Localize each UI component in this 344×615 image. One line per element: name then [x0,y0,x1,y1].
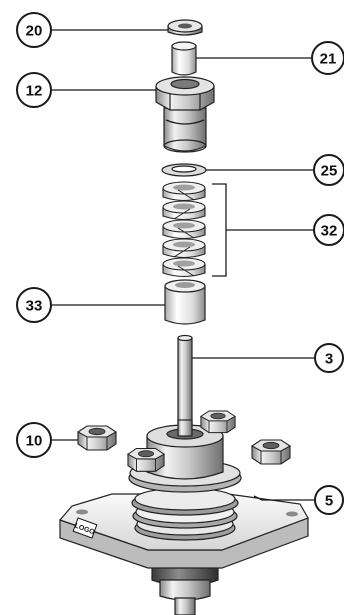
hex-nut [199,410,237,434]
callout-10: 10 [16,422,52,458]
part-32-packing-rings [162,181,206,278]
callout-20-label: 20 [26,23,43,40]
packing-ring [162,200,206,221]
callout-33-label: 33 [26,298,43,315]
callout-3: 3 [314,343,344,373]
hex-nut [250,439,292,465]
packing-ring [162,238,206,259]
callout-20: 20 [16,12,52,48]
callout-32-label: 32 [321,223,338,240]
part-3-stem [177,334,193,435]
callout-33: 33 [16,287,52,323]
part-21-bushing [171,41,197,76]
hex-nut [126,447,166,472]
part-12-gland-nut [155,76,215,153]
callout-5: 5 [314,485,344,515]
part-10-hex-nuts [76,410,292,472]
part-20-cap [167,19,203,36]
callout-3-label: 3 [325,351,333,368]
part-5-body-plate: LOGO [58,419,309,615]
packing-ring [162,257,206,278]
packing-ring [162,181,206,202]
packing-ring [162,219,206,240]
leader-lines [52,29,318,501]
callout-12: 12 [16,72,52,108]
callout-32: 32 [313,214,344,246]
leader-32-bracket [212,183,314,277]
part-25-washer [161,163,207,177]
callout-21-label: 21 [320,51,337,68]
callout-balloons: 20 21 12 25 32 33 3 10 [16,12,344,515]
callout-10-label: 10 [26,433,43,450]
callout-21: 21 [311,41,344,75]
leader-5 [253,495,318,501]
hex-nut [76,425,118,451]
callout-12-label: 12 [26,83,43,100]
part-33-spacer [164,279,206,325]
callout-5-label: 5 [325,493,333,510]
callout-25-label: 25 [321,163,338,180]
callout-25: 25 [313,154,344,186]
